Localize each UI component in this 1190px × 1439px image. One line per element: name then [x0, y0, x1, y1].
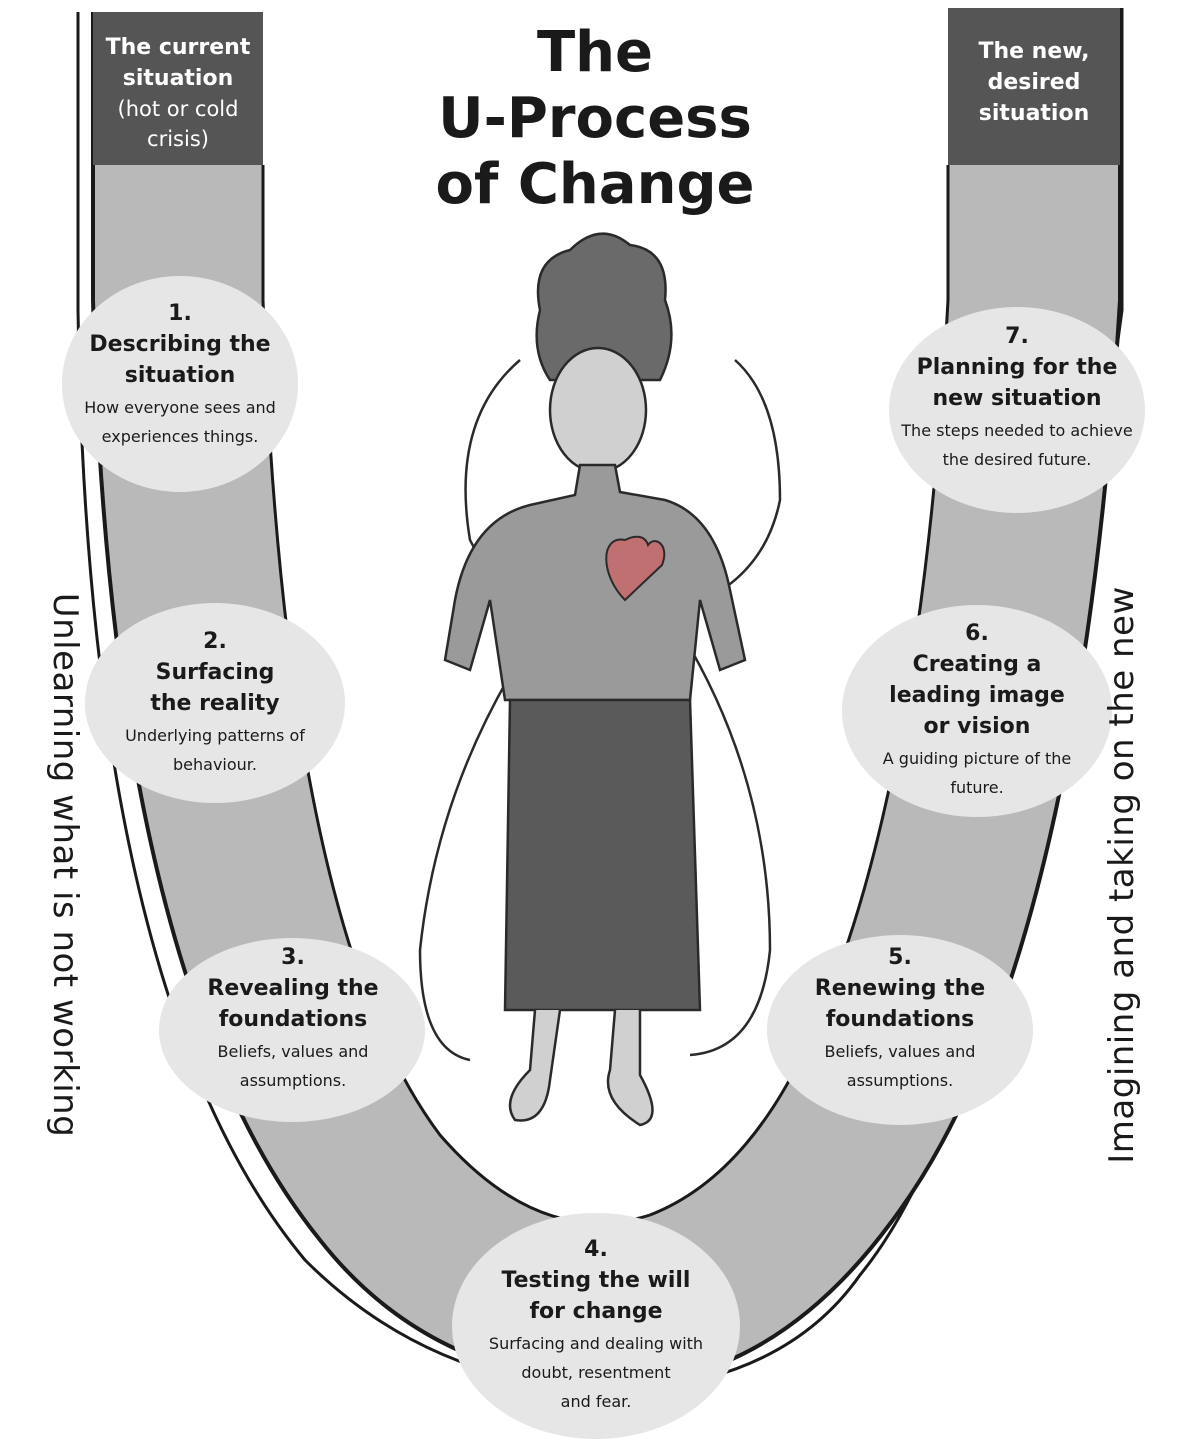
stage-description: assumptions. — [846, 1071, 954, 1090]
stage-number: 7. — [1005, 324, 1029, 349]
stage-title: Surfacing — [155, 660, 275, 685]
stage-description: How everyone sees and — [84, 398, 276, 417]
stage-description: experiences things. — [101, 427, 259, 446]
stage-5-circle — [767, 935, 1033, 1125]
stage-title: Planning for the — [916, 355, 1118, 380]
stage-description: The steps needed to achieve — [901, 421, 1133, 440]
stage-number: 3. — [281, 945, 305, 970]
stage-title: Testing the will — [501, 1268, 691, 1293]
left-side-label: Unlearning what is not working — [45, 592, 85, 1138]
new-situation-box: The new, desired situation — [948, 8, 1120, 165]
stage-7: 7. Planning for the new situation The st… — [889, 321, 1145, 474]
stage-3-circle — [159, 938, 425, 1122]
right-side-label: Imagining and taking on the new — [1102, 586, 1142, 1164]
stage-2: 2. Surfacing the reality Underlying patt… — [85, 626, 345, 779]
stage-2-circle — [85, 603, 345, 803]
new-situation-line-2: desired — [987, 70, 1081, 95]
stage-title: situation — [124, 363, 236, 388]
stage-title: Describing the — [89, 332, 271, 357]
stage-description: and fear. — [560, 1392, 632, 1411]
stage-title: foundations — [218, 1007, 368, 1032]
woman-illustration — [418, 232, 782, 1127]
current-situation-line-4: crisis) — [147, 127, 209, 151]
current-situation-box: The current situation (hot or cold crisi… — [93, 12, 263, 165]
stage-1-circle — [62, 276, 298, 492]
stage-description: Underlying patterns of — [125, 726, 305, 745]
title-line-3: of Change — [435, 152, 755, 217]
stage-5: 5. Renewing the foundations Beliefs, val… — [767, 942, 1033, 1095]
stage-7-circle — [889, 307, 1145, 513]
stage-number: 1. — [168, 301, 192, 326]
stage-title: Creating a — [912, 652, 1042, 677]
stage-4: 4. Testing the will for change Surfacing… — [452, 1234, 740, 1416]
stage-title: Revealing the — [207, 976, 379, 1001]
stage-4-circle — [452, 1213, 740, 1439]
stage-number: 5. — [888, 945, 912, 970]
current-situation-line-2: situation — [122, 66, 234, 91]
current-situation-line-3: (hot or cold — [117, 97, 239, 121]
stage-1: 1. Describing the situation How everyone… — [62, 298, 298, 451]
stage-title: the reality — [150, 691, 280, 716]
new-situation-line-3: situation — [978, 101, 1090, 126]
stage-description: A guiding picture of the — [882, 749, 1072, 768]
title-line-2: U-Process — [438, 86, 752, 151]
stage-6-circle — [842, 605, 1112, 817]
stage-description: assumptions. — [239, 1071, 347, 1090]
new-situation-line-1: The new, — [978, 39, 1090, 64]
stage-number: 2. — [203, 629, 227, 654]
stage-title: or vision — [923, 714, 1031, 739]
stage-title: Renewing the — [814, 976, 986, 1001]
stage-description: doubt, resentment — [521, 1363, 671, 1382]
stage-number: 6. — [965, 621, 989, 646]
title-line-1: The — [536, 20, 654, 85]
diagram-title: The U-Process of Change — [400, 20, 790, 218]
stage-description: Beliefs, values and — [824, 1042, 976, 1061]
stage-title: new situation — [932, 386, 1102, 411]
stage-description: Beliefs, values and — [217, 1042, 369, 1061]
heart-icon — [605, 535, 666, 602]
stage-description: future. — [950, 778, 1004, 797]
stage-title: for change — [529, 1299, 663, 1324]
stage-description: the desired future. — [942, 450, 1092, 469]
stage-description: Surfacing and dealing with — [488, 1334, 704, 1353]
stage-title: foundations — [825, 1007, 975, 1032]
stage-number: 4. — [584, 1237, 608, 1262]
stage-title: leading image — [889, 683, 1065, 708]
current-situation-line-1: The current — [105, 35, 251, 60]
stage-description: behaviour. — [173, 755, 257, 774]
stage-3: 3. Revealing the foundations Beliefs, va… — [160, 942, 426, 1095]
stage-6: 6. Creating a leading image or vision A … — [842, 618, 1112, 802]
